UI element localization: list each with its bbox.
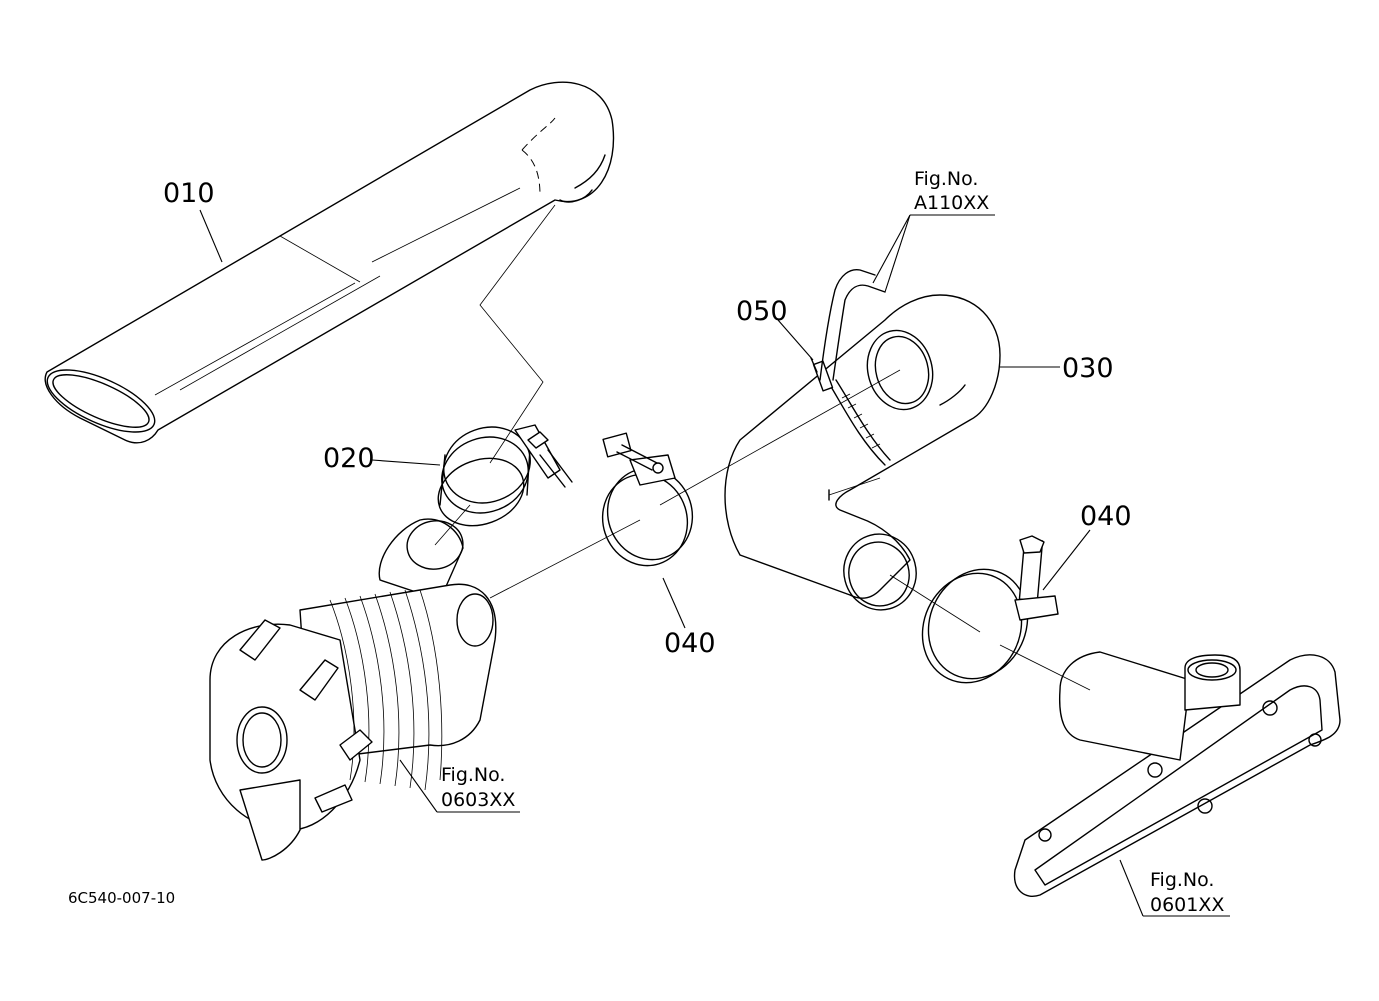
hose-clamp-040-right — [921, 535, 1059, 684]
figure-ref-code-a110: A110XX — [914, 192, 989, 214]
figure-ref-code-0603: 0603XX — [441, 789, 515, 811]
elbow-hose-030 — [724, 294, 1001, 611]
air-cleaner-assembly — [209, 518, 497, 861]
intake-manifold — [1013, 651, 1341, 897]
hose-lines — [819, 268, 886, 381]
part-label-040-right: 040 — [1080, 501, 1132, 532]
figure-ref-code-0601: 0601XX — [1150, 894, 1224, 916]
figure-ref-title-a110: Fig.No. — [914, 168, 978, 190]
figure-ref-title-0601: Fig.No. — [1150, 869, 1214, 891]
assembly-center-lines — [434, 204, 1091, 691]
drawing-code: 6C540-007-10 — [68, 889, 175, 907]
part-label-030: 030 — [1062, 353, 1114, 384]
intake-pipe-010 — [44, 81, 615, 444]
part-label-050: 050 — [736, 296, 788, 327]
hose-clamp-040-left — [601, 432, 694, 567]
band-clamp-050 — [810, 357, 891, 466]
hose-clamp-020 — [437, 424, 573, 527]
part-label-040-left: 040 — [664, 628, 716, 659]
leader-lines — [199, 209, 1230, 917]
figure-ref-title-0603: Fig.No. — [441, 764, 505, 786]
part-label-020: 020 — [323, 443, 375, 474]
part-label-010: 010 — [163, 178, 215, 209]
